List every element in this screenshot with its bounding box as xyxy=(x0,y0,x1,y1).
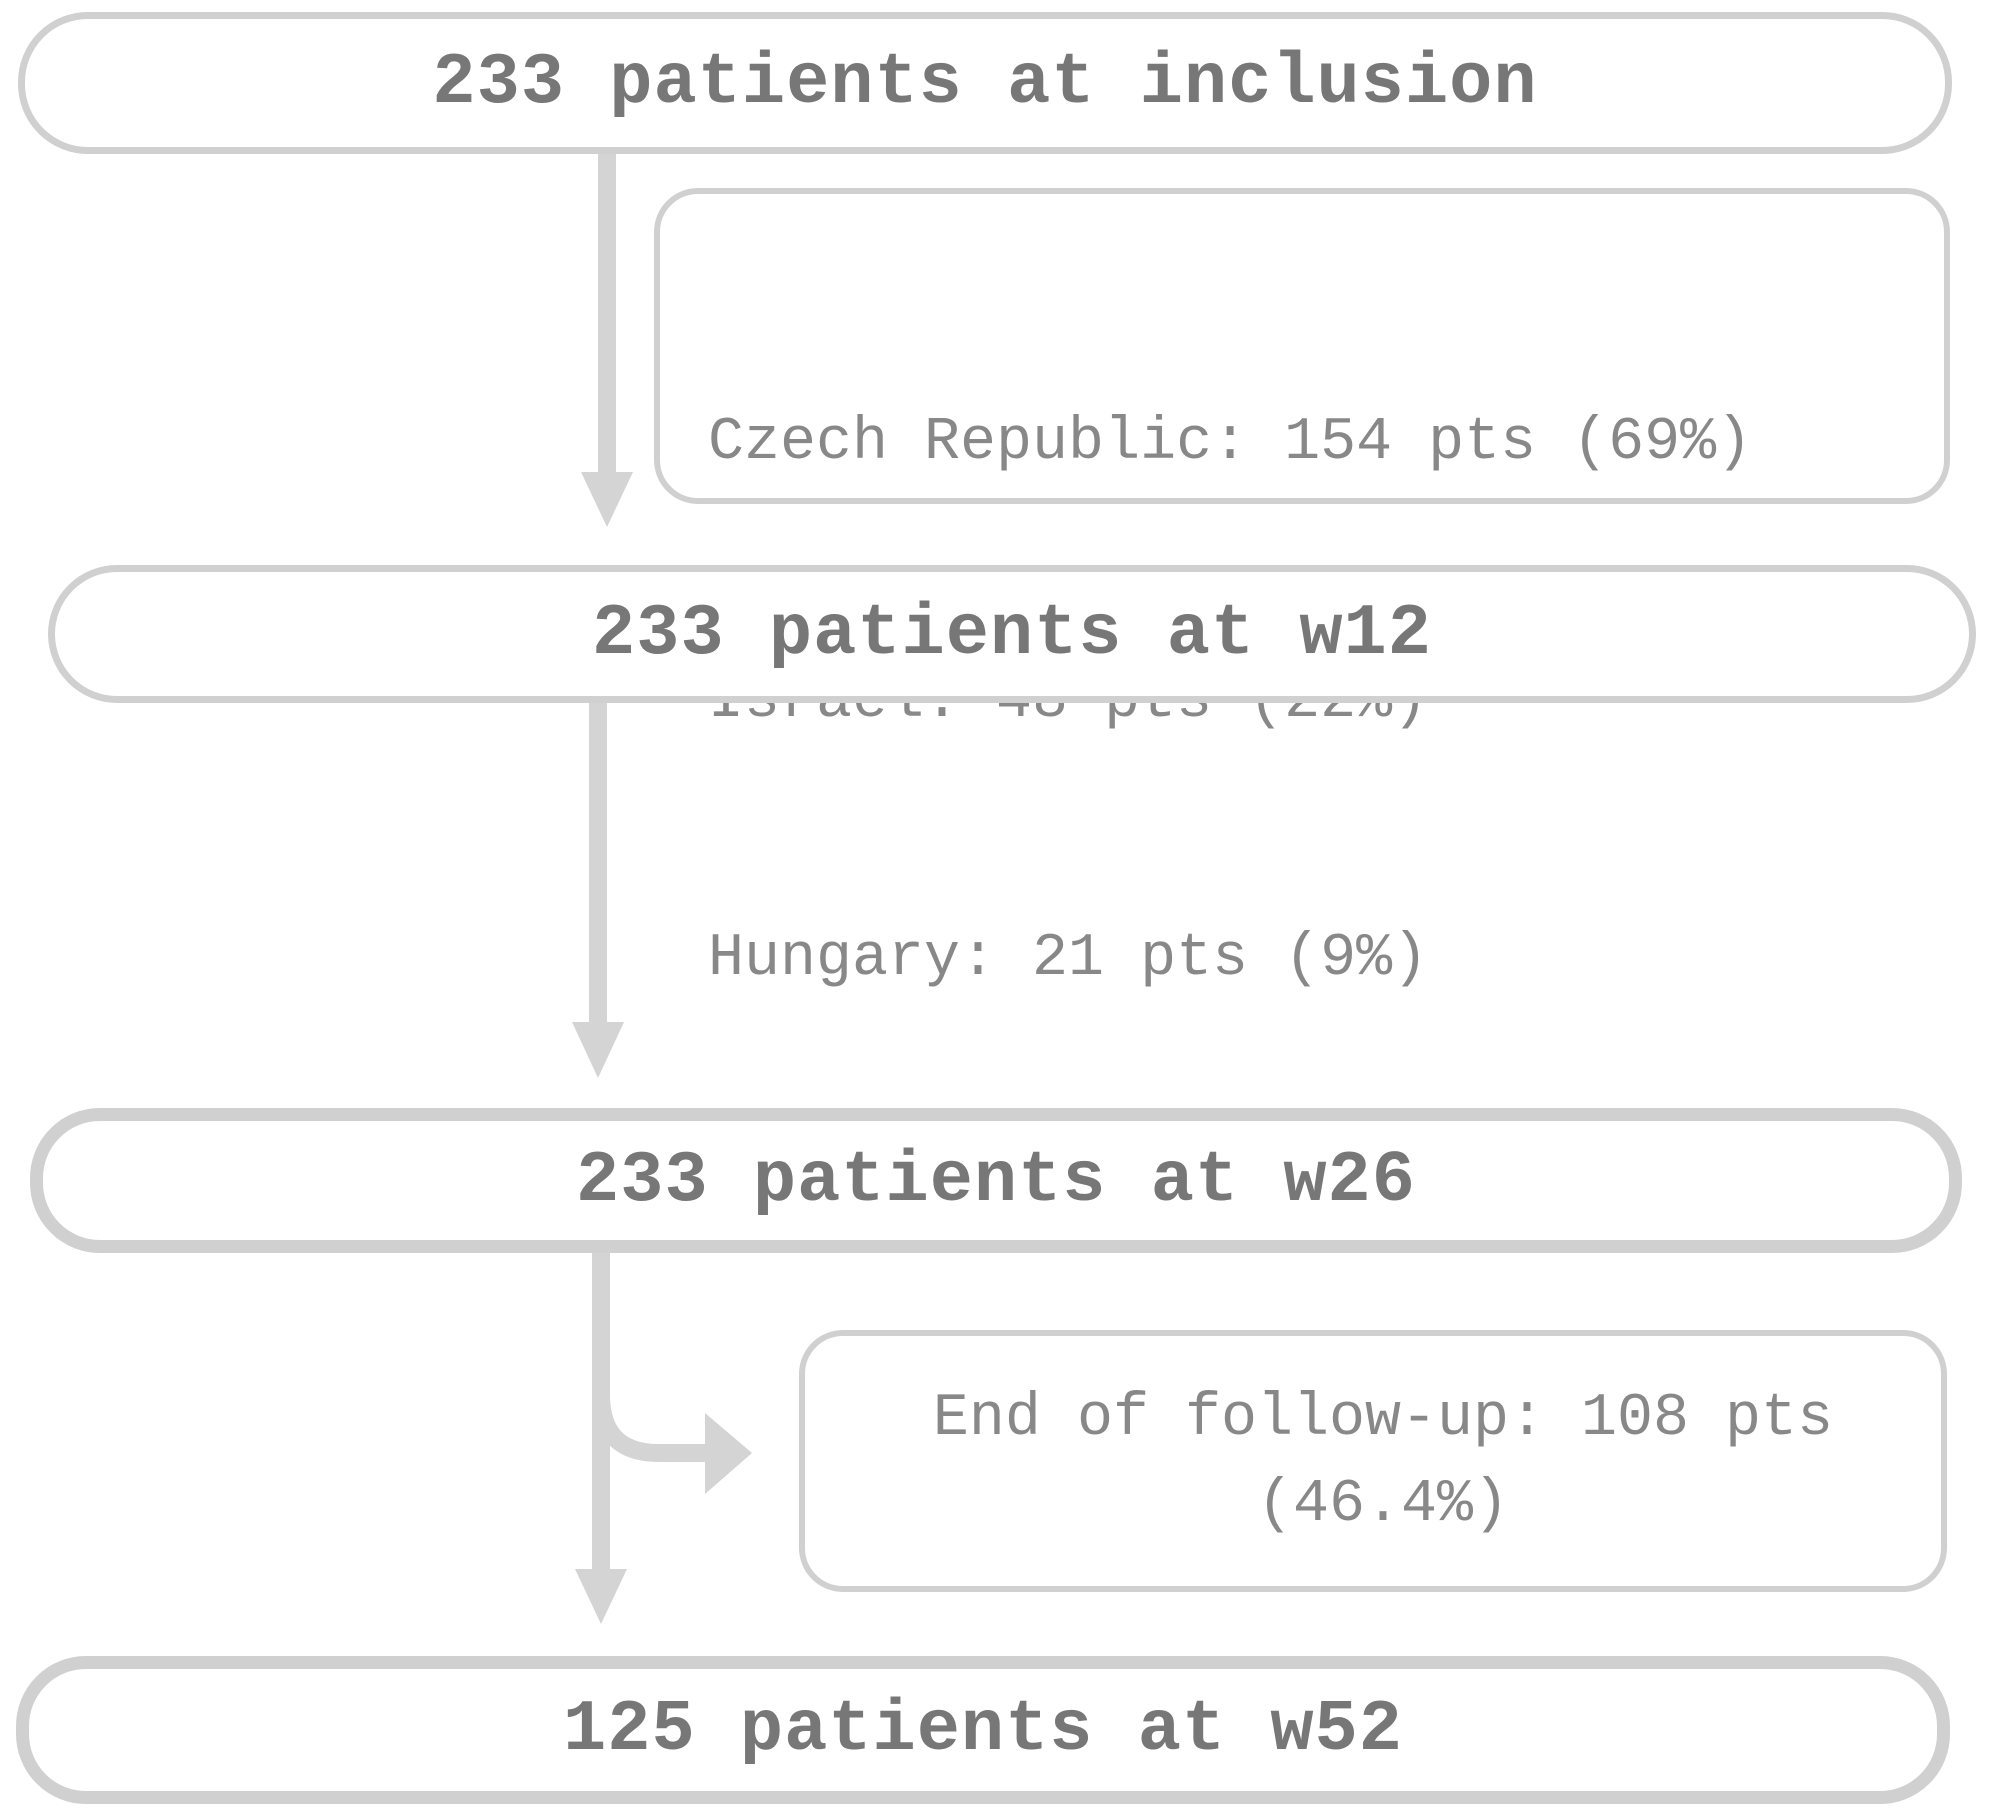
country-czech-republic: Czech Republic: 154 pts (69%) xyxy=(708,409,1753,477)
arrow-head-w12-to-w26 xyxy=(572,1022,624,1078)
arrow-branch-to-follow-up xyxy=(592,1300,712,1462)
arrow-shaft-w12-to-w26 xyxy=(589,703,607,1025)
w12-label: 233 patients at w12 xyxy=(592,593,1432,675)
inclusion-label: 233 patients at inclusion xyxy=(432,42,1538,124)
w26-box: 233 patients at w26 xyxy=(30,1108,1962,1253)
w26-label: 233 patients at w26 xyxy=(576,1139,1416,1222)
follow-up-box: End of follow-up: 108 pts (46.4%) xyxy=(799,1330,1947,1592)
arrow-head-to-follow-up xyxy=(705,1413,752,1494)
w52-label: 125 patients at w52 xyxy=(563,1689,1403,1771)
arrow-shaft-inclusion-to-w12 xyxy=(598,154,616,474)
inclusion-box: 233 patients at inclusion xyxy=(18,12,1952,154)
arrow-head-w26-to-w52 xyxy=(575,1569,627,1624)
follow-up-label: End of follow-up: 108 pts (46.4%) xyxy=(932,1385,1834,1539)
countries-list: Czech Republic: 154 pts (69%) Israel: 48… xyxy=(708,228,1752,1174)
country-hungary: Hungary: 21 pts (9%) xyxy=(708,925,1429,993)
w12-box: 233 patients at w12 xyxy=(48,565,1976,703)
w52-box: 125 patients at w52 xyxy=(16,1656,1950,1804)
countries-box: Czech Republic: 154 pts (69%) Israel: 48… xyxy=(654,188,1950,993)
arrow-head-inclusion-to-w12 xyxy=(581,472,633,527)
